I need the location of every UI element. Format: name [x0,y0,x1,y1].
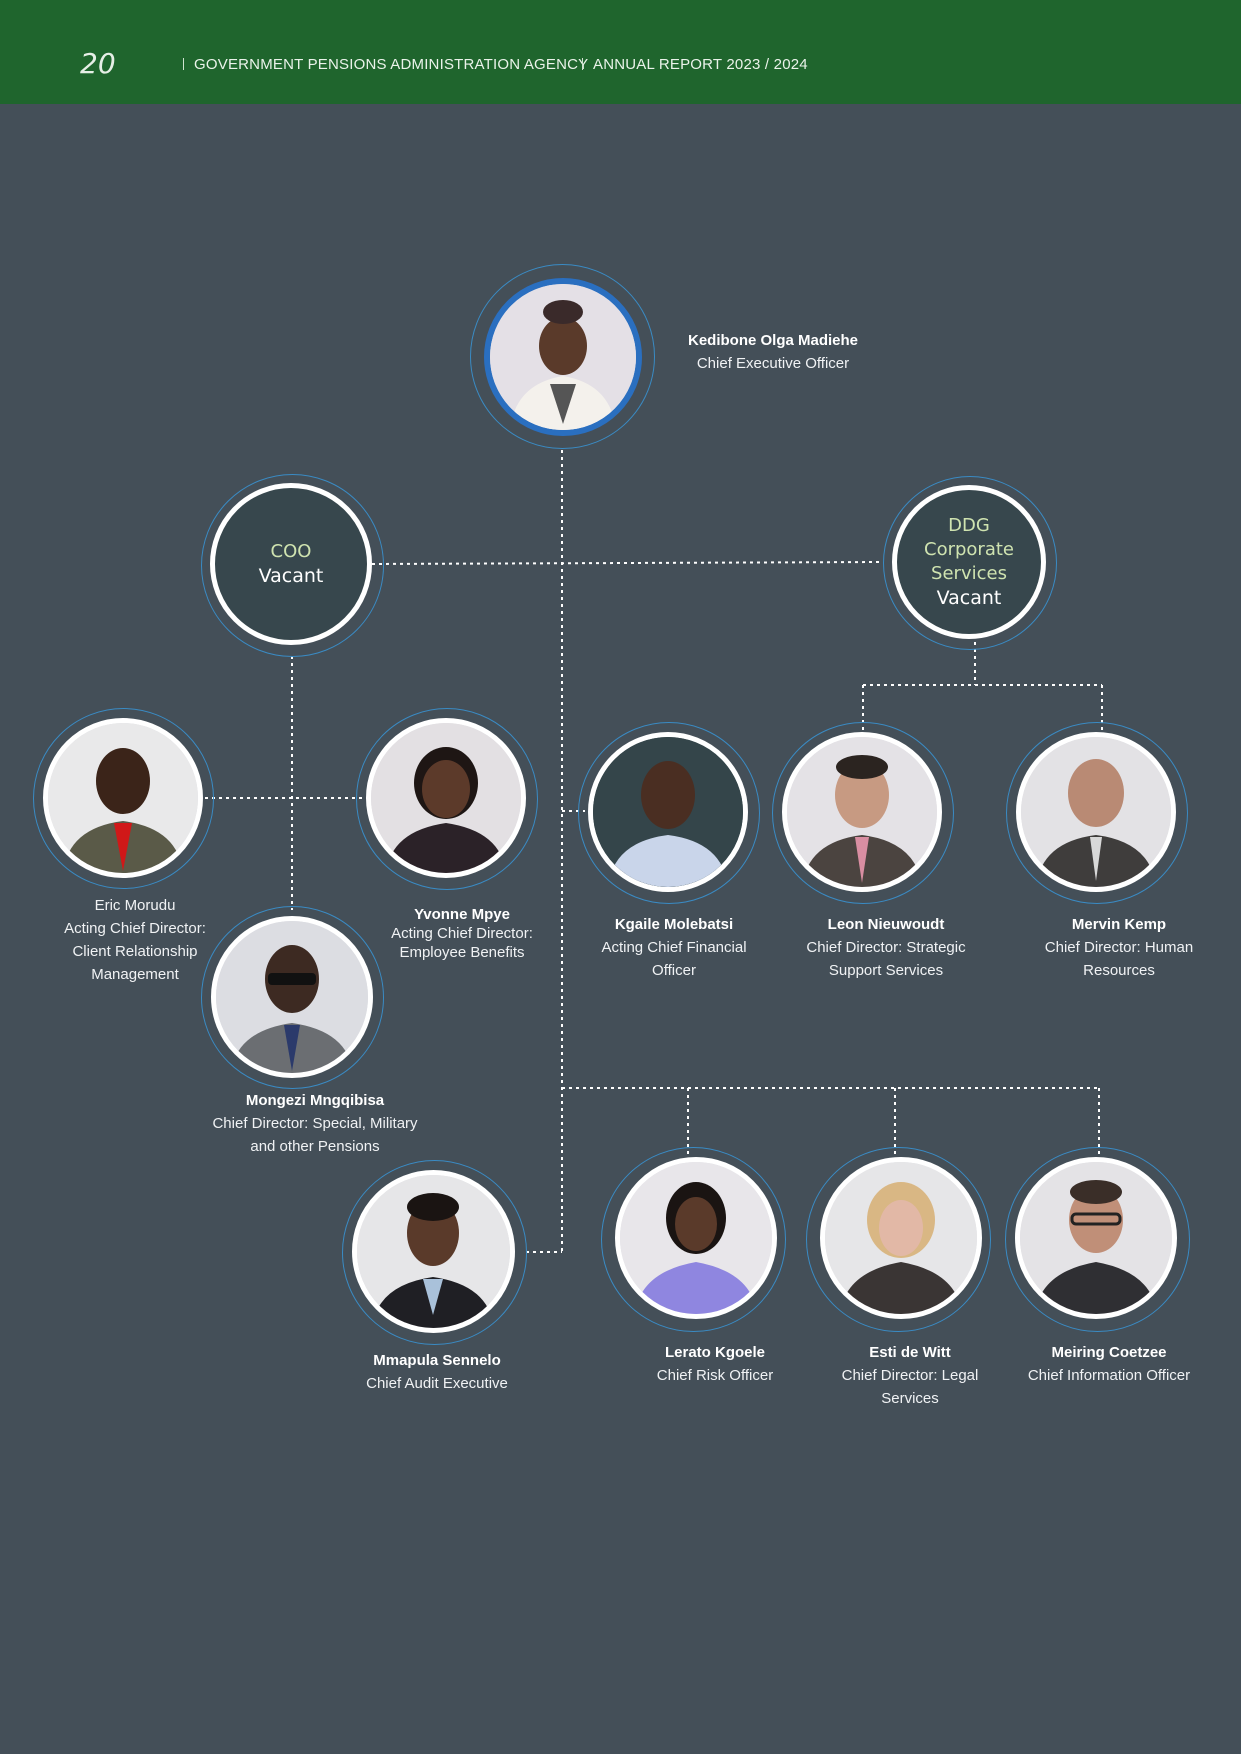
member-photo [782,732,942,892]
page-number: 20 [80,47,116,80]
member-title-line: Officer [652,962,696,979]
member-label: Kgaile Molebatsi Acting Chief Financial … [582,914,766,982]
member-photo [1015,1157,1177,1319]
member-label: Yvonne Mpye Acting Chief Director: Emplo… [372,905,552,962]
member-name: Mervin Kemp [1071,916,1167,933]
header-divider [183,58,184,70]
member-label: Eric Morudu Acting Chief Director: Clien… [40,894,230,986]
member-label: Mervin Kemp Chief Director: Human Resour… [1024,914,1214,982]
member-photo [1016,732,1176,892]
member-photo [211,916,373,1078]
member-photo [366,718,526,878]
member-name: Mongezi Mngqibisa [245,1092,385,1109]
member-title-line: Chief Audit Executive [366,1375,508,1392]
ddg-role-line3: Services [931,563,1007,584]
ddg-role-line2: Corporate [924,539,1014,560]
member-label: Esti de Witt Chief Director: Legal Servi… [810,1342,1010,1410]
coo-role: COO [270,541,312,562]
member-name: Eric Morudu [94,897,176,914]
ddg-vacant-circle: DDG Corporate Services Vacant [892,485,1046,639]
member-title-line: Resources [1083,962,1155,979]
ceo-name: Kedibone Olga Madiehe [687,332,859,349]
member-node [356,708,539,891]
coo-node: COO Vacant [201,474,385,658]
member-title-line: Services [881,1390,939,1407]
member-name: Lerato Kgoele [664,1344,766,1361]
member-name: Leon Nieuwoudt [827,916,945,933]
coo-vacant-circle: COO Vacant [210,483,372,645]
header-divider [582,58,583,70]
ceo-label: Kedibone Olga Madiehe Chief Executive Of… [650,330,896,375]
ceo-title: Chief Executive Officer [696,355,850,372]
member-title-line: Chief Director: Legal [841,1367,979,1384]
ddg-role-line1: DDG [948,515,990,536]
member-title-line: Chief Information Officer [1027,1367,1191,1384]
member-name: Kgaile Molebatsi [614,916,734,933]
ddg-status: Vacant [936,587,1002,609]
member-name: Mmapula Sennelo [373,1352,501,1369]
ceo-node [470,264,656,450]
coo-status: Vacant [258,565,324,587]
member-node [342,1160,528,1346]
member-photo [615,1157,777,1319]
member-photo [43,718,203,878]
member-node [33,708,215,890]
member-node [806,1147,992,1333]
member-label: Mongezi Mngqibisa Chief Director: Specia… [190,1090,440,1158]
report-title: ANNUAL REPORT 2023 / 2024 [593,56,808,73]
member-photo [588,732,748,892]
page-header: 20 GOVERNMENT PENSIONS ADMINISTRATION AG… [0,0,1241,104]
member-node [1005,1147,1191,1333]
member-name: Meiring Coetzee [1051,1344,1167,1361]
member-title-line: Acting Chief Director: [64,920,206,937]
member-node [578,722,761,905]
member-photo [352,1170,515,1333]
member-title-line: Acting Chief Financial [601,939,747,956]
member-photo [820,1157,982,1319]
member-node [601,1147,787,1333]
member-title-line: Chief Director: Human [1044,939,1194,956]
member-name: Esti de Witt [869,1344,951,1361]
ddg-node: DDG Corporate Services Vacant [883,476,1058,651]
member-title-line: Support Services [828,962,944,979]
member-label: Lerato Kgoele Chief Risk Officer [622,1342,808,1387]
member-title-line: Chief Risk Officer [656,1367,774,1384]
member-title-line: Management [91,966,179,983]
member-title-line: and other Pensions [250,1138,380,1155]
member-node [772,722,955,905]
member-label: Meiring Coetzee Chief Information Office… [1012,1342,1206,1387]
member-title-line: Acting Chief Director: [391,925,533,942]
member-title-line: Employee Benefits [399,944,525,961]
member-label: Mmapula Sennelo Chief Audit Executive [340,1350,534,1395]
member-name: Yvonne Mpye [414,906,510,923]
member-title-line: Client Relationship [72,943,198,960]
ceo-photo [484,278,642,436]
member-title-line: Chief Director: Strategic [806,939,966,956]
member-title-line: Chief Director: Special, Military [212,1115,418,1132]
organisation-name: GOVERNMENT PENSIONS ADMINISTRATION AGENC… [194,56,589,73]
member-label: Leon Nieuwoudt Chief Director: Strategic… [780,914,992,982]
member-node [1006,722,1189,905]
member-node [201,906,385,1090]
